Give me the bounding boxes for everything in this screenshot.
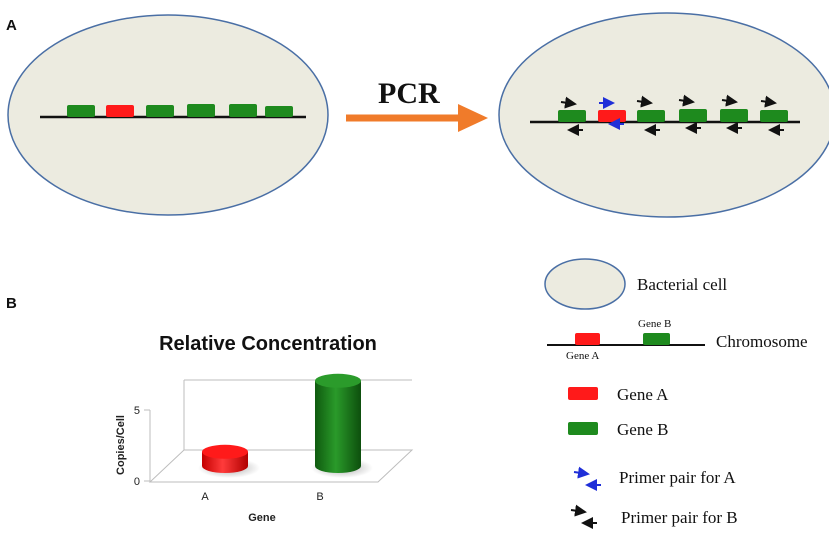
arrow-head-icon bbox=[458, 104, 488, 132]
panel-label-a: A bbox=[6, 17, 17, 34]
x-tick-label: A bbox=[201, 491, 209, 503]
gene-b-block bbox=[265, 106, 293, 117]
primer-pair-b bbox=[760, 95, 784, 136]
legend-chromosome: Chromosome bbox=[716, 332, 808, 351]
legend-chromosome-gene-b-label: Gene B bbox=[638, 318, 671, 330]
y-tick-label: 0 bbox=[134, 476, 140, 488]
primer-pair-b bbox=[678, 94, 701, 134]
gene-b-block bbox=[229, 104, 257, 117]
legend-chromosome-gene-a bbox=[575, 333, 600, 345]
y-axis-title: Copies/Cell bbox=[115, 415, 127, 475]
legend-primer-a-icon bbox=[573, 466, 601, 491]
legend-gene-a-swatch bbox=[568, 387, 598, 400]
primer-pair-a bbox=[599, 97, 624, 130]
gene-b-block bbox=[187, 104, 215, 117]
gene-a-block bbox=[598, 110, 626, 122]
pcr-label: PCR bbox=[378, 77, 440, 110]
bacterial-cell-before bbox=[7, 14, 329, 216]
legend-cell-icon bbox=[544, 258, 626, 310]
legend-primer-b-icon bbox=[570, 504, 597, 529]
gene-b-block bbox=[67, 105, 95, 117]
gene-b-block bbox=[637, 110, 665, 122]
panel-label-b: B bbox=[6, 295, 17, 312]
x-axis-title: Gene bbox=[248, 512, 276, 524]
bar-b bbox=[315, 380, 361, 473]
bar-a-top bbox=[202, 444, 248, 459]
legend: Bacterial cell Gene B Gene A Chromosome … bbox=[544, 258, 808, 529]
legend-chromosome-gene-a-label: Gene A bbox=[566, 350, 599, 362]
pcr-arrow: PCR bbox=[346, 77, 488, 132]
chart-floor bbox=[148, 449, 414, 483]
bar-b-top bbox=[315, 373, 361, 388]
legend-primer-a: Primer pair for A bbox=[619, 468, 736, 487]
gene-b-block bbox=[558, 110, 586, 122]
primer-pair-b bbox=[560, 96, 583, 136]
gene-a-block bbox=[106, 105, 134, 117]
gene-b-block bbox=[679, 109, 707, 122]
gene-b-block bbox=[146, 105, 174, 117]
gene-b-block bbox=[720, 109, 748, 122]
legend-bacterial-cell: Bacterial cell bbox=[637, 275, 727, 294]
primer-pair-b bbox=[721, 94, 742, 134]
bacterial-cell-after bbox=[498, 12, 829, 218]
primer-pair-b bbox=[636, 95, 660, 136]
gene-b-block bbox=[760, 110, 788, 122]
legend-chromosome-gene-b bbox=[643, 333, 670, 345]
legend-gene-a: Gene A bbox=[617, 385, 669, 404]
chart-title: Relative Concentration bbox=[159, 333, 377, 355]
relative-concentration-chart: Relative Concentration 0 5 A B Copies/Cell… bbox=[115, 333, 414, 524]
legend-primer-b: Primer pair for B bbox=[621, 508, 738, 527]
legend-gene-b: Gene B bbox=[617, 420, 668, 439]
y-tick-label: 5 bbox=[134, 405, 140, 417]
x-tick-label: B bbox=[316, 491, 323, 503]
legend-gene-b-swatch bbox=[568, 422, 598, 435]
